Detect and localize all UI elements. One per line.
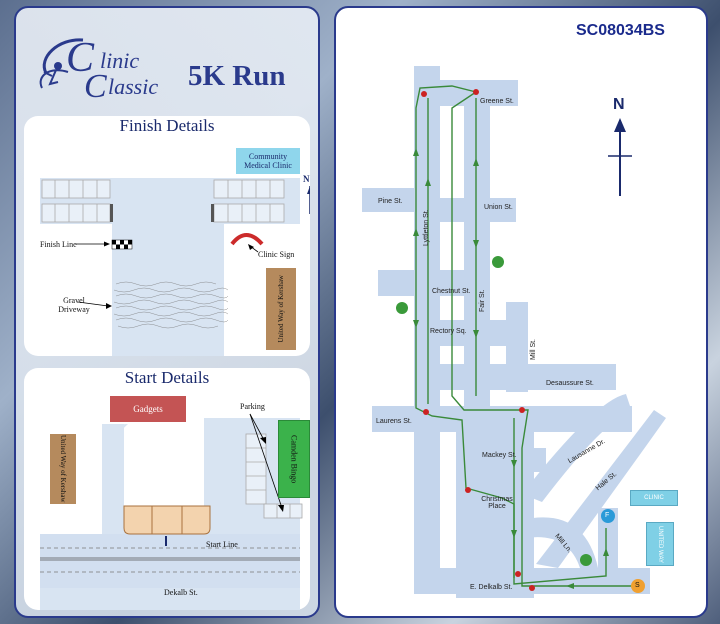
fair-st-label: Fair St. [479,289,486,312]
logo-text-linic: linic [100,48,140,73]
mackey-st-label: Mackey St. [482,452,517,459]
start-line-label: Start Line [206,540,238,549]
dekalb-st-label: Dekalb St. [164,588,198,597]
camden-bingo-box: Camden Bingo [278,420,310,498]
lyttleton-st-label: Lyttleton St. [423,209,430,246]
event-title: 5K Run [188,60,286,92]
finish-north-label: N [303,174,310,184]
map-united-way-label: UNITED WAY [657,525,663,563]
finish-details-card: Finish Details [24,116,310,356]
mill-st-label: Mill St. [530,339,537,360]
united-way-finish-box: United Way of Kershaw [266,268,296,350]
runner-swoosh-icon [39,38,84,89]
logo-text-lassic: lassic [108,74,159,99]
rectory-sq-label: Rectory Sq. [430,328,467,335]
parking-label: Parking [240,402,265,411]
clinic-classic-logo: C linic C lassic [28,28,188,108]
logo-letter-c1: C [66,35,95,81]
finish-details-title: Finish Details [119,116,215,135]
gravel-driveway-label: Gravel Driveway [58,296,90,314]
e-delkalb-st-label: E. Delkalb St. [470,584,513,591]
united-way-start-box: United Way of Kershaw [50,434,76,504]
chestnut-st-label: Chestnut St. [432,288,471,295]
start-marker-circle [631,579,645,593]
united-way-finish-label: United Way of Kershaw [277,275,285,343]
mile-markers [421,89,535,591]
united-way-start-label: United Way of Kershaw [59,435,67,503]
laurens-st-label: Laurens St. [376,418,412,425]
start-marker-label: S [635,582,640,589]
community-medical-clinic-box: Community Medical Clinic [236,148,300,174]
water-stations [396,256,592,566]
finish-marker-circle [601,509,615,523]
greene-st-label: Greene St. [480,98,514,105]
finish-marker-label: F [605,512,610,519]
clinic-sign-label: Clinic Sign [258,250,295,259]
course-map [362,66,666,598]
course-code: SC08034BS [576,22,665,39]
gadgets-box: Gadgets [110,396,186,422]
christmas-place-label: Christmas Place [481,496,513,510]
route-direction-arrows [413,148,609,589]
finish-line-marker [111,239,133,250]
map-north-label: N [613,96,625,113]
start-area-diagram [40,413,303,610]
desaussure-st-label: Desaussure St. [546,380,594,387]
event-info-panel: C linic C lassic 5K Run Finish Details [14,6,320,618]
map-clinic-box: CLINIC [630,490,678,506]
logo-letter-c2: C [84,68,107,105]
union-st-label: Union St. [484,204,513,211]
map-north-arrow [608,118,632,196]
start-details-title: Start Details [124,368,210,387]
pine-st-label: Pine St. [378,198,403,205]
camden-bingo-label: Camden Bingo [289,434,299,484]
finish-area-diagram [40,178,310,356]
finish-line-label: Finish Line [40,240,77,249]
start-details-card: Start Details [24,368,310,610]
course-map-panel: SC08034BS [334,6,708,618]
gravel-texture [113,281,229,329]
map-united-way-box: UNITED WAY [646,522,674,566]
